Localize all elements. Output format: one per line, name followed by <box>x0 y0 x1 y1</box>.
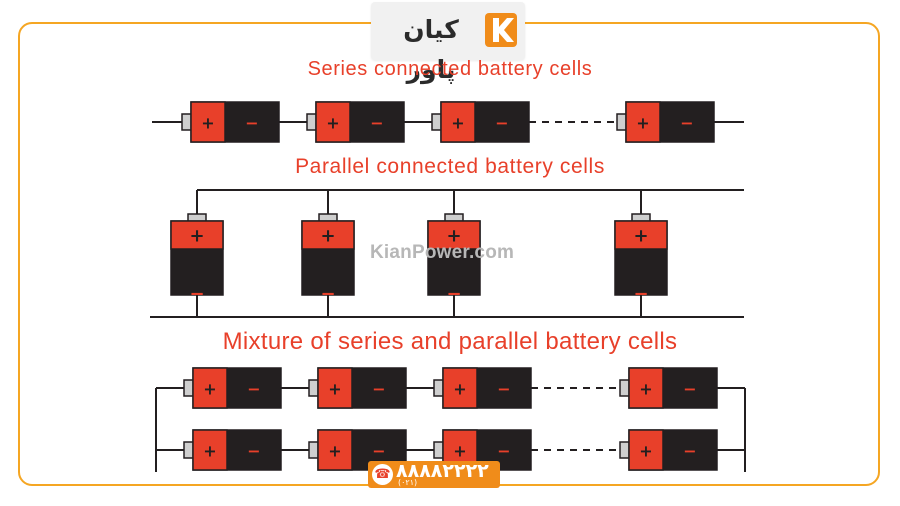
cell-minus-sign: − <box>245 114 258 133</box>
cell-positive-side <box>317 429 353 471</box>
cell-plus-sign: + <box>203 442 216 461</box>
cell-positive-side <box>625 101 661 143</box>
cell-minus-sign: − <box>370 114 383 133</box>
battery-cell: +− <box>616 101 715 143</box>
cell-minus-sign: − <box>247 380 260 399</box>
cell-positive-side <box>192 367 228 409</box>
battery-cell: +− <box>308 367 407 409</box>
cell-plus-sign: + <box>453 380 466 399</box>
kianpower-logo-icon <box>485 13 517 47</box>
battery-cell: +− <box>614 213 668 305</box>
cell-minus-sign: − <box>372 442 385 461</box>
logo-text: کیان پاور <box>403 15 459 84</box>
cell-positive-side <box>301 220 355 250</box>
cell-minus-sign: − <box>372 380 385 399</box>
battery-cell: +− <box>183 367 282 409</box>
cell-positive-side <box>442 367 478 409</box>
cell-plus-sign: + <box>326 114 339 133</box>
cell-plus-sign: + <box>451 114 464 133</box>
battery-cell: +− <box>433 367 532 409</box>
phone-area-code: (۰۲۱) <box>398 478 418 487</box>
cell-plus-sign: + <box>201 114 214 133</box>
cell-positive-side <box>190 101 226 143</box>
cell-positive-side <box>628 367 664 409</box>
cell-minus-sign: − <box>633 284 648 305</box>
series-title: Series connected battery cells <box>307 58 593 80</box>
cell-plus-sign: + <box>639 380 652 399</box>
cell-positive-side <box>440 101 476 143</box>
cell-plus-sign: + <box>639 442 652 461</box>
battery-cell: +− <box>431 101 530 143</box>
cell-minus-sign: − <box>189 284 204 305</box>
cell-plus-sign: + <box>189 226 204 247</box>
phone-number: ۸۸۸۸۲۲۲۲ <box>396 460 489 482</box>
cell-positive-side <box>614 220 668 250</box>
brand-logo: کیان پاور <box>371 2 525 84</box>
cell-positive-side <box>628 429 664 471</box>
parallel-title: Parallel connected battery cells <box>295 155 605 178</box>
cell-plus-sign: + <box>328 380 341 399</box>
battery-cell: +− <box>301 213 355 305</box>
cell-plus-sign: + <box>453 442 466 461</box>
cell-plus-sign: + <box>636 114 649 133</box>
cell-plus-sign: + <box>203 380 216 399</box>
mixture-title: Mixture of series and parallel battery c… <box>222 328 678 355</box>
series-circuit: +−+−+−+− <box>152 101 744 143</box>
battery-cell: +− <box>181 101 280 143</box>
battery-cell: +− <box>433 429 532 471</box>
cell-minus-sign: − <box>320 284 335 305</box>
cell-positive-side <box>427 220 481 250</box>
parallel-circuit: +−+−+−+− <box>150 189 744 318</box>
cell-plus-sign: + <box>446 226 461 247</box>
cell-minus-sign: − <box>495 114 508 133</box>
cell-minus-sign: − <box>446 284 461 305</box>
cell-plus-sign: + <box>320 226 335 247</box>
cell-minus-sign: − <box>683 442 696 461</box>
battery-cell: +− <box>170 213 224 305</box>
phone-icon: ☎ <box>372 464 393 485</box>
cell-positive-side <box>192 429 228 471</box>
battery-cell: +− <box>427 213 481 305</box>
cell-minus-sign: − <box>497 442 510 461</box>
cell-minus-sign: − <box>247 442 260 461</box>
phone-badge: ☎ ۸۸۸۸۲۲۲۲ (۰۲۱) <box>368 461 500 488</box>
battery-cell: +− <box>619 367 718 409</box>
cell-positive-side <box>170 220 224 250</box>
cell-minus-sign: − <box>683 380 696 399</box>
cell-plus-sign: + <box>328 442 341 461</box>
cell-plus-sign: + <box>633 226 648 247</box>
cell-minus-sign: − <box>497 380 510 399</box>
cell-minus-sign: − <box>680 114 693 133</box>
mixture-circuit: +−+−+−+−+−+−+−+− <box>155 367 746 472</box>
battery-cell: +− <box>306 101 405 143</box>
battery-cell: +− <box>183 429 282 471</box>
cell-positive-side <box>315 101 351 143</box>
battery-cell: +− <box>619 429 718 471</box>
watermark: KianPower.com <box>370 242 515 263</box>
cell-positive-side <box>317 367 353 409</box>
